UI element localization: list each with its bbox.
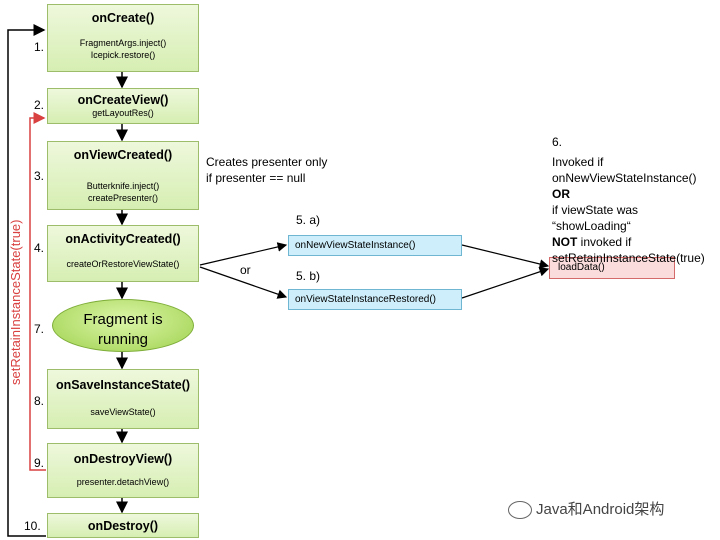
step-number: 10. <box>24 519 41 533</box>
step-number: 7. <box>34 322 45 336</box>
box-sub: presenter.detachView() <box>76 477 170 487</box>
box-title: onCreate() <box>91 11 155 25</box>
loaddata-box: loadData() <box>549 257 675 279</box>
ellipse-label: Fragment is running <box>83 311 163 348</box>
arrow-5a-load <box>461 244 550 269</box>
onviewstateinstancerestored-box: onViewStateInstanceRestored() <box>288 289 462 310</box>
box-title: onViewCreated() <box>73 148 173 162</box>
label-5b: 5. b) <box>296 269 321 283</box>
onactivitycreated-box: onActivityCreated() createOrRestoreViewS… <box>47 225 199 282</box>
box-label: onViewStateInstanceRestored() <box>295 294 437 305</box>
note-rest: invoked if <box>577 235 632 249</box>
watermark-text: Java和Android架构 <box>536 501 665 518</box>
wechat-icon <box>508 501 532 520</box>
onviewcreated-box: onViewCreated() Butterknife.inject() cre… <box>47 141 199 210</box>
step-number: 1. <box>34 40 45 54</box>
note-6: 6. Invoked if onNewViewStateInstance() O… <box>552 134 705 266</box>
box-title: onDestroy() <box>87 519 159 533</box>
loop-arrow <box>7 24 46 537</box>
oncreate-box: onCreate() FragmentArgs.inject() Icepick… <box>47 4 199 72</box>
box-title: onActivityCreated() <box>65 232 181 246</box>
note-line: Invoked if <box>552 155 604 169</box>
note-number: 6. <box>552 135 563 149</box>
ondestroy-box: onDestroy() <box>47 513 199 538</box>
step-number: 2. <box>34 98 45 112</box>
note-line: “showLoading“ <box>552 219 631 233</box>
note-line: Creates presenter only <box>206 155 328 169</box>
box-sub: saveViewState() <box>90 407 156 417</box>
fragment-running-ellipse: Fragment is running <box>52 299 194 352</box>
box-sub: createPresenter() <box>87 193 159 203</box>
retain-label: setRetainInstanceState(true) <box>8 219 23 385</box>
note-or: OR <box>552 187 570 201</box>
note-line: setRetainInstanceState(true) <box>552 251 705 265</box>
arrow-5b-load <box>461 267 550 299</box>
box-title: onCreateView() <box>77 93 169 107</box>
onnewviewstateinstance-box: onNewViewStateInstance() <box>288 235 462 256</box>
ondestroyview-box: onDestroyView() presenter.detachView() <box>47 443 199 498</box>
step-number: 8. <box>34 394 45 408</box>
note-line: if presenter == null <box>206 171 306 185</box>
or-label: or <box>240 263 251 277</box>
presenter-note: Creates presenter only if presenter == n… <box>206 154 327 186</box>
box-sub: getLayoutRes() <box>92 108 154 118</box>
arrow-to-5b <box>199 266 288 299</box>
step-number: 9. <box>34 456 45 470</box>
box-sub: Icepick.restore() <box>90 50 156 60</box>
onsaveinstancestate-box: onSaveInstanceState() saveViewState() <box>47 369 199 429</box>
note-line: onNewViewStateInstance() <box>552 171 697 185</box>
box-sub: Butterknife.inject() <box>86 181 160 191</box>
oncreateview-box: onCreateView() getLayoutRes() <box>47 88 199 124</box>
box-sub: createOrRestoreViewState() <box>66 259 180 269</box>
box-label: onNewViewStateInstance() <box>295 240 416 251</box>
retain-arrow <box>29 112 46 471</box>
step-number: 3. <box>34 169 45 183</box>
box-label: loadData() <box>558 262 605 273</box>
arrow-to-5a <box>199 242 288 266</box>
note-line: NOT invoked if <box>552 234 705 250</box>
box-title: onSaveInstanceState() <box>55 378 191 392</box>
watermark: Java和Android架构 <box>508 498 665 520</box>
box-title: onDestroyView() <box>73 452 173 466</box>
box-sub: FragmentArgs.inject() <box>79 38 167 48</box>
step-number: 4. <box>34 241 45 255</box>
note-not: NOT <box>552 235 578 249</box>
label-5a: 5. a) <box>296 213 321 227</box>
note-line: if viewState was <box>552 203 639 217</box>
